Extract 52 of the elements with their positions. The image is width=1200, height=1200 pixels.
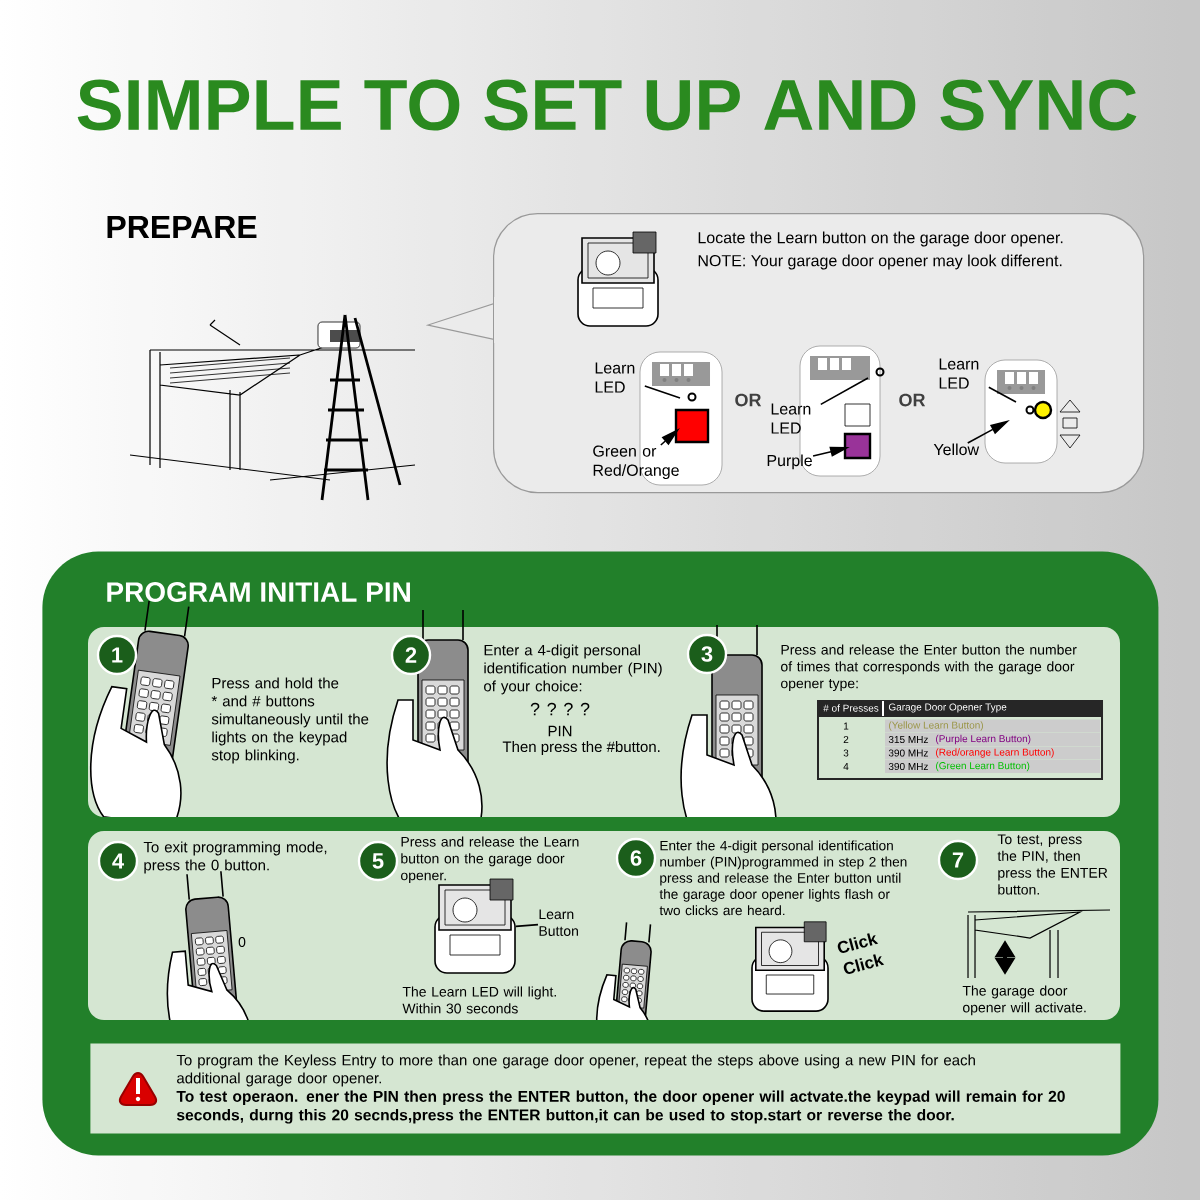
- step-number: 7: [937, 839, 979, 881]
- callout-label: Green or Red/Orange: [593, 445, 679, 480]
- heading: PREPARE: [107, 216, 257, 238]
- step-number: 4: [97, 840, 139, 882]
- table-header: # of Presses Garage Door Opener Type: [818, 700, 1102, 717]
- step-number: 5: [357, 840, 399, 882]
- note-box: To program the Keyless Entry to more than one garage door opener, repeat the steps above using a new PIN for each additional garage door opener. To test operaon. ener the PIN then press the ENTER button, the door opener will actvate.the keypad will remain for 20 seconds, durng this 20 secnds,press the ENTER button,it can be used to stop.start or reverse the door.: [90, 1043, 1121, 1134]
- step-text: Click: [837, 933, 879, 953]
- table-row: 2 315 MHz (Purple Learn Button): [843, 733, 1100, 746]
- step-number: 6: [615, 837, 657, 879]
- step-number: 1: [96, 634, 138, 676]
- label: (Red/orange Learn Button): [936, 748, 1054, 758]
- callout-label: Learn LED: [771, 403, 811, 434]
- or-label: OR: [735, 393, 762, 407]
- callout-label: Learn LED: [939, 358, 979, 389]
- step-text: To test, press the PIN, then press the ENTER button.: [997, 834, 1108, 895]
- callout-label: Learn LED: [595, 362, 635, 393]
- step-number: 2: [390, 634, 432, 676]
- callout-label: Purple: [767, 454, 812, 470]
- step-number: 3: [686, 633, 728, 675]
- leader-line: [644, 385, 681, 399]
- title: SIMPLE TO SET UP AND SYNC: [77, 79, 1137, 131]
- leader-line: [820, 377, 869, 406]
- step-text: Press and hold the * and # buttons simultaneously until the lights on the keypad stop blinking.: [211, 677, 369, 764]
- step-text: The garage door opener will activate.: [962, 985, 1086, 1016]
- step-text: Enter the 4-digit personal identification number (PIN)programmed in step 2 then press and release the Enter button until the garage door opener lights flash or two clicks are heard.: [659, 840, 907, 916]
- step-text: Press and release the Learn button on the garage door opener.: [401, 836, 579, 884]
- label: 3: [843, 749, 849, 757]
- leader-line: [515, 923, 539, 928]
- label: (Green Learn Button): [936, 761, 1030, 772]
- step-text: Click: [843, 954, 885, 974]
- label: 4: [843, 763, 849, 770]
- callout-label: Learn Button: [539, 909, 578, 936]
- leader-line: [988, 386, 1017, 403]
- label: 390 MHz: [888, 749, 928, 757]
- label: 2: [843, 736, 849, 743]
- label: 390 MHz: [888, 762, 928, 771]
- step-text: Then press the #button.: [502, 741, 660, 755]
- label: 315 MHz: [888, 735, 928, 744]
- callout-label: Yellow: [933, 443, 980, 456]
- label: (Yellow Learn Button): [889, 721, 983, 731]
- step-text: To exit programming mode, press the 0 button.: [143, 841, 327, 874]
- or-label: OR: [899, 393, 926, 407]
- label: 1: [843, 722, 849, 730]
- step-text: PIN: [548, 725, 572, 737]
- step-text: Enter a 4-digit personal identification number (PIN) of your choice:: [484, 644, 662, 695]
- label: (Purple Learn Button): [936, 734, 1031, 745]
- step-text: The Learn LED will light. Within 30 seconds: [402, 986, 556, 1014]
- step-text: ? ? ? ?: [530, 702, 590, 716]
- table-row: 4 390 MHz (Green Learn Button): [843, 760, 1100, 773]
- step-text: Press and release the Enter button the number of times that corresponds with the garage door opener type:: [781, 644, 1077, 692]
- digit-label: 0: [238, 937, 246, 947]
